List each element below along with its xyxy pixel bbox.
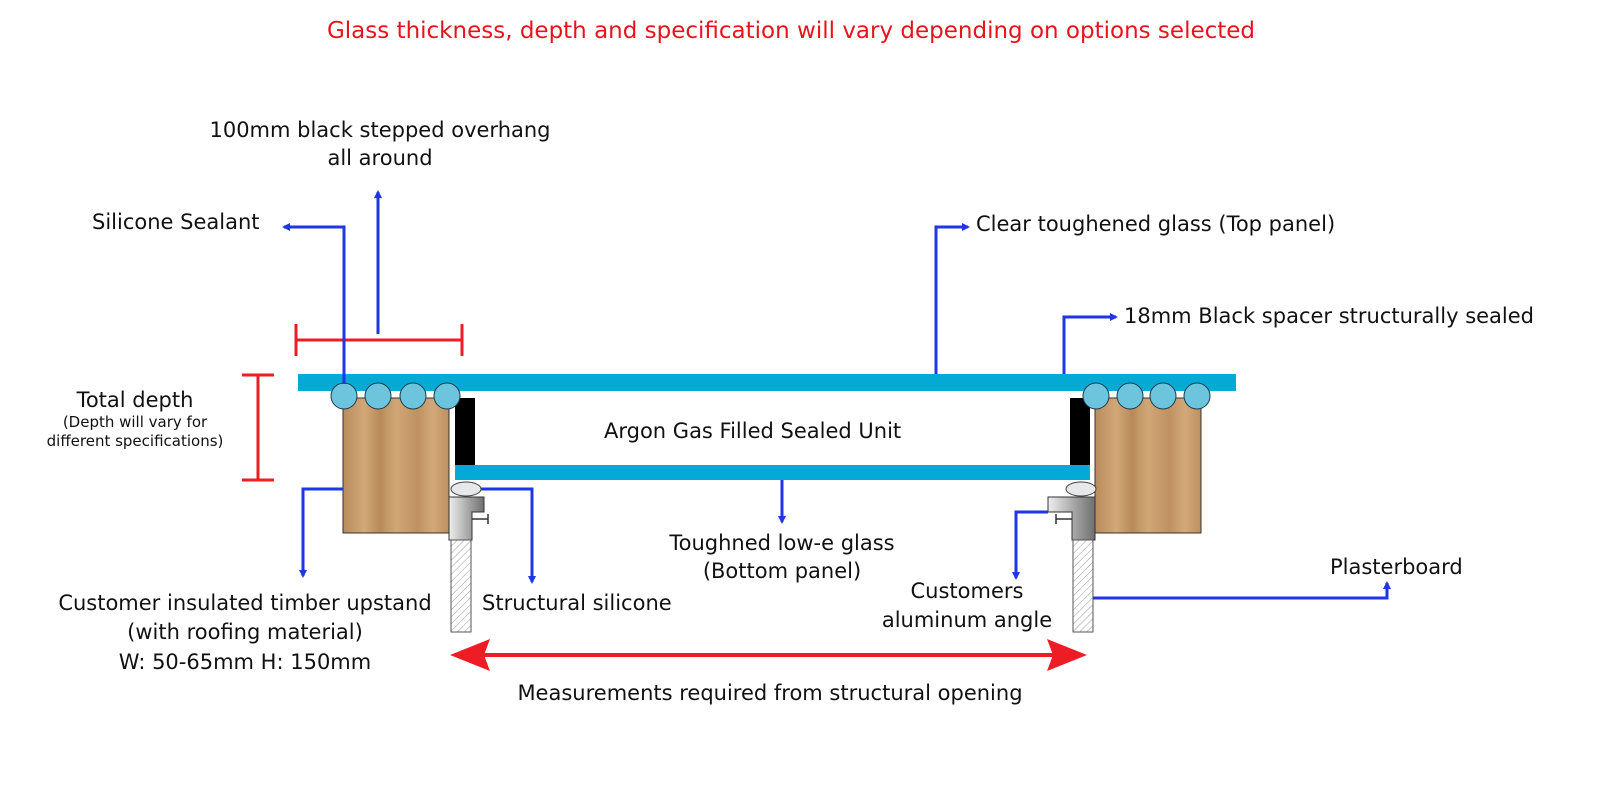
aluminium-angle-line1: Customers — [910, 579, 1024, 603]
overhang-label-line2: all around — [327, 146, 433, 171]
upstand-line2: (with roofing material) — [127, 620, 363, 645]
left-timber-upstand — [342, 397, 450, 534]
lowe-glass-label: Toughned low-e glass (Bottom panel) — [632, 530, 932, 585]
right-plasterboard — [1072, 539, 1094, 633]
aluminium-angle-line2: aluminum angle — [881, 608, 1053, 633]
left-silicone-beads — [330, 382, 461, 410]
upstand-leader — [299, 487, 343, 578]
upstand-line3: W: 50-65mm H: 150mm — [118, 649, 372, 674]
left-plasterboard — [450, 539, 472, 633]
right-black-spacer — [1070, 398, 1090, 468]
left-black-spacer — [455, 398, 475, 468]
clear-glass-label: Clear toughened glass (Top panel) — [976, 212, 1336, 236]
aluminium-angle-label: Customers aluminum angle — [862, 578, 1072, 634]
silicone-sealant-leader — [282, 223, 346, 384]
argon-label: Argon Gas Filled Sealed Unit — [604, 419, 902, 443]
lowe-glass-line2: (Bottom panel) — [702, 559, 862, 584]
bottom-glass-panel — [455, 465, 1090, 480]
right-timber-upstand — [1094, 397, 1202, 534]
total-depth-note1: (Depth will vary for — [62, 413, 208, 432]
upstand-label: Customer insulated timber upstand (with … — [30, 590, 460, 675]
black-spacer-label: 18mm Black spacer structurally sealed — [1124, 304, 1535, 328]
right-structural-silicone — [1065, 481, 1097, 497]
structural-silicone-leader — [481, 487, 536, 584]
total-depth-dimension — [242, 373, 274, 482]
total-depth-note2: different specifications) — [46, 432, 224, 450]
diagram-title: Glass thickness, depth and specification… — [326, 18, 1256, 44]
overhang-dimension — [294, 324, 464, 356]
upstand-line1: Customer insulated timber upstand — [58, 591, 432, 615]
left-aluminium-angle — [448, 496, 485, 541]
aluminium-angle-leader — [1012, 510, 1048, 580]
clear-glass-leader — [934, 223, 970, 374]
lowe-glass-line1: Toughned low-e glass — [669, 531, 895, 555]
total-depth-title: Total depth — [76, 388, 194, 412]
structural-silicone-label: Structural silicone — [482, 591, 672, 615]
silicone-sealant-label: Silicone Sealant — [92, 210, 260, 234]
black-spacer-leader — [1062, 313, 1118, 374]
measurement-arrow — [450, 639, 1087, 671]
left-screw-icon — [472, 514, 489, 524]
measurements-label: Measurements required from structural op… — [517, 681, 1023, 705]
total-depth-label: Total depth (Depth will vary for differe… — [20, 387, 250, 451]
plasterboard-label: Plasterboard — [1330, 555, 1463, 579]
plasterboard-leader — [1093, 581, 1391, 600]
overhang-label: 100mm black stepped overhang all around — [180, 117, 580, 172]
left-structural-silicone — [450, 481, 482, 497]
right-silicone-beads — [1082, 382, 1211, 410]
top-glass-panel — [298, 374, 1236, 391]
overhang-label-line1: 100mm black stepped overhang — [209, 118, 551, 142]
right-screw-icon — [1055, 514, 1072, 524]
